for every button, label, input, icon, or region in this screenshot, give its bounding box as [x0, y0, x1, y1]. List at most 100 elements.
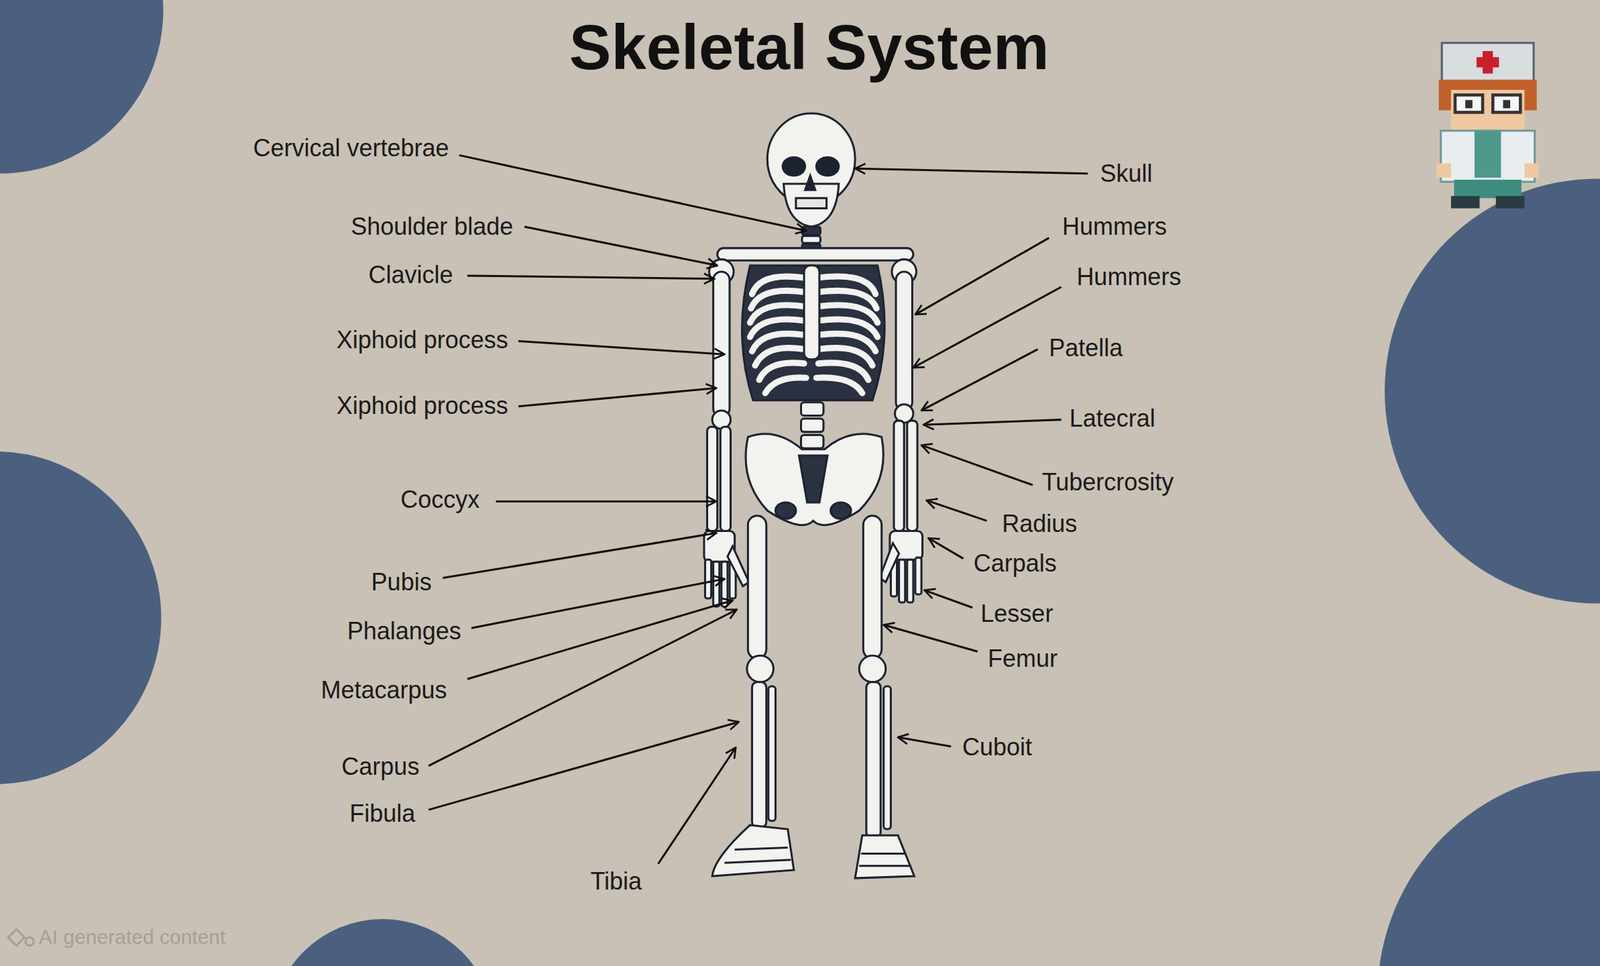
part-label: Hummers [1076, 262, 1181, 292]
deco-circle [0, 0, 163, 174]
deco-circle [0, 451, 161, 784]
tibia-bone [751, 681, 766, 827]
sacrum-shadow [798, 455, 828, 503]
lumbar-vertebra [801, 402, 824, 416]
nurse-shirt [1474, 130, 1502, 178]
leader-line [442, 533, 717, 579]
foot-bones [712, 824, 794, 876]
leader-line [883, 624, 978, 652]
humerus-bone [713, 271, 730, 417]
finger-bone [704, 559, 711, 599]
toe-lines [859, 853, 912, 866]
nurse-shoe [1496, 195, 1525, 208]
part-label: Hummers [1062, 211, 1167, 241]
rib [816, 377, 862, 393]
finger-bone [713, 561, 720, 607]
nurse-shoe [1451, 195, 1480, 208]
finger-bone [721, 561, 728, 607]
finger-bone [915, 557, 922, 595]
part-label: Radius [1001, 508, 1077, 538]
leader-line [518, 387, 717, 406]
watermark-icon [8, 928, 34, 945]
diagram-title: Skeletal System [569, 10, 1050, 86]
part-label: Clavicle [368, 260, 454, 290]
part-label: Skull [1099, 158, 1153, 188]
leader-line [915, 238, 1049, 315]
skeleton [704, 113, 923, 878]
leader-line [913, 287, 1062, 368]
sparkle [25, 936, 34, 945]
eye [1465, 99, 1473, 108]
eye-socket [816, 156, 839, 176]
eye-socket [782, 156, 805, 176]
eye [1502, 99, 1511, 108]
part-label: Femur [987, 643, 1058, 673]
finger-bone [899, 559, 906, 603]
rib [765, 377, 807, 393]
part-label: Fibula [349, 798, 416, 828]
part-label: Pubis [371, 567, 432, 597]
leader-line [921, 445, 1033, 485]
glasses [1492, 95, 1521, 113]
forearm-bone [893, 420, 904, 531]
leader-lines [428, 154, 1088, 864]
fibula-bone [768, 686, 776, 821]
knee-joint [747, 655, 774, 682]
neck-vertebra [802, 236, 821, 244]
leader-line [467, 275, 715, 279]
nose-cavity [805, 175, 816, 190]
part-label: Metacarpus [320, 675, 447, 705]
thumb-bone [727, 545, 750, 586]
nurse-pants [1453, 179, 1521, 198]
femur-bone [747, 515, 766, 659]
leader-line [657, 747, 736, 864]
nurse-hand [1437, 163, 1452, 178]
leader-line [928, 537, 964, 558]
leader-line [897, 736, 951, 747]
lumbar-vertebra [801, 434, 824, 448]
leader-line [524, 226, 718, 266]
part-label: Shoulder blade [350, 211, 513, 241]
pelvis-hole [775, 502, 796, 519]
part-label: Latecral [1069, 403, 1156, 433]
leader-line [923, 419, 1061, 426]
part-label: Cervical vertebrae [252, 133, 449, 163]
forearm-bone [907, 420, 918, 531]
sparkle [8, 928, 25, 945]
nurse-coat [1441, 130, 1535, 182]
leader-line [428, 721, 739, 810]
deco-circle [1377, 770, 1600, 966]
red-cross [1476, 56, 1499, 68]
watermark-text: AI generated content [38, 924, 226, 949]
part-label: Xiphoid process [336, 325, 509, 355]
teeth [795, 197, 827, 208]
part-label: Lesser [980, 598, 1053, 628]
knee-joint [859, 655, 886, 682]
deco-circle [1384, 178, 1600, 603]
nurse-hand [1524, 163, 1539, 178]
leader-line [428, 609, 737, 766]
leader-line [467, 600, 733, 679]
lumbar-vertebra [801, 418, 824, 432]
part-label: Carpals [973, 548, 1057, 578]
finger-bone [907, 559, 914, 603]
leader-line [926, 500, 988, 521]
part-label: Coccyx [400, 484, 480, 514]
part-label: Cuboit [962, 732, 1033, 762]
leader-line [471, 578, 725, 628]
part-label: Tibia [590, 866, 642, 896]
sternum-bone [804, 265, 820, 360]
nurse-face [1451, 89, 1525, 131]
part-label: Carpus [341, 751, 420, 781]
leader-line [518, 340, 725, 355]
fibula-bone [883, 686, 892, 829]
humerus-bone [895, 271, 912, 411]
nurse-cap [1441, 42, 1534, 82]
femur-bone [863, 515, 882, 659]
toe-lines [724, 846, 791, 863]
nurse-icon [1437, 42, 1539, 209]
part-label: Xiphoid process [336, 390, 509, 420]
leader-line [921, 349, 1038, 411]
part-label: Tubercrosity [1042, 467, 1175, 497]
